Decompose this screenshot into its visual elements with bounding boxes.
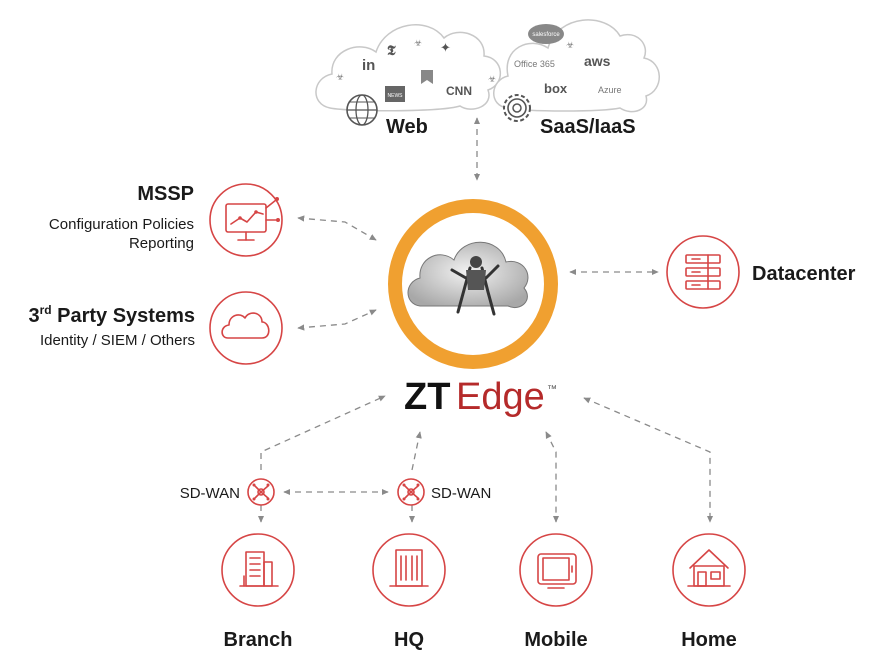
datacenter-label: Datacenter	[752, 263, 856, 285]
biohazard-icon: ☣	[566, 40, 574, 50]
sdwan-right-label: SD-WAN	[431, 485, 491, 502]
mobile-node	[519, 533, 593, 607]
cloud-mascot-icon	[407, 241, 529, 316]
office-tower-icon	[389, 549, 429, 587]
mssp-connector	[297, 215, 377, 241]
building-icon	[239, 551, 279, 587]
home-node	[672, 533, 746, 607]
brand-edge: Edge	[456, 376, 545, 418]
brand-tm: ™	[547, 384, 557, 395]
svg-text:NEWS: NEWS	[388, 93, 404, 99]
mobile-label: Mobile	[524, 629, 587, 651]
sdwan-left-label: SD-WAN	[180, 485, 240, 502]
youtube-icon	[421, 70, 433, 84]
house-icon	[687, 549, 731, 587]
tablet-icon	[537, 553, 577, 589]
home-connector	[583, 397, 714, 523]
network-hub-icon	[402, 483, 420, 501]
box-logo: box	[544, 81, 568, 96]
branch-label: Branch	[224, 629, 293, 651]
office365-logo: Office 365	[514, 59, 555, 69]
zt-edge-hub	[388, 199, 558, 369]
monitor-chart-icon	[225, 197, 280, 241]
twitter-icon: ✦	[440, 40, 451, 55]
web-cloud: in CNN NEWS ✦ 𝕿 ☣ ☣ Web	[315, 24, 502, 138]
svg-text:☣: ☣	[566, 40, 574, 50]
svg-text:salesforce: salesforce	[532, 32, 560, 38]
aws-logo: aws	[584, 53, 611, 69]
third-party-title: 3rd Party Systems	[28, 303, 195, 327]
network-hub-icon	[252, 483, 270, 501]
svg-text:☣: ☣	[488, 74, 496, 84]
third-party-connector	[297, 309, 377, 331]
brand-zt: ZT	[404, 376, 450, 418]
server-stack-icon	[685, 254, 721, 290]
hq-label: HQ	[394, 629, 424, 651]
saas-cloud: salesforce Office 365 aws box Azure ☣ ☣ …	[488, 19, 660, 138]
mssp-node	[209, 183, 283, 257]
hq-node	[372, 533, 446, 607]
saas-label: SaaS/IaaS	[540, 116, 636, 138]
bbc-news-logo	[385, 86, 405, 102]
datacenter-node	[666, 235, 740, 309]
third-party-sub: Identity / SIEM / Others	[40, 332, 195, 349]
branch-uplink	[260, 395, 386, 470]
web-label: Web	[386, 116, 428, 138]
cnn-logo: CNN	[446, 84, 472, 98]
mssp-title: MSSP	[137, 183, 194, 205]
branch-node	[221, 533, 295, 607]
biohazard-icon: ☣	[336, 72, 344, 82]
globe-icon	[346, 94, 378, 126]
linkedin-logo: in	[362, 57, 375, 74]
sdwan-right-node	[397, 478, 425, 506]
home-label: Home	[681, 629, 737, 651]
azure-logo: Azure	[598, 85, 622, 95]
sdwan-left-node	[247, 478, 275, 506]
svg-text:☣: ☣	[336, 72, 344, 82]
third-party-node	[209, 291, 283, 365]
biohazard-icon: ☣	[488, 74, 496, 84]
gear-icon	[503, 94, 531, 122]
mssp-line2: Reporting	[129, 235, 194, 252]
nytimes-logo: 𝕿	[387, 42, 396, 58]
mssp-line1: Configuration Policies	[49, 216, 194, 233]
biohazard-icon: ☣	[414, 38, 422, 48]
svg-text:☣: ☣	[414, 38, 422, 48]
mobile-connector	[545, 431, 560, 523]
cloud-icon	[221, 312, 270, 339]
salesforce-logo	[528, 24, 564, 44]
hq-uplink	[411, 431, 422, 471]
